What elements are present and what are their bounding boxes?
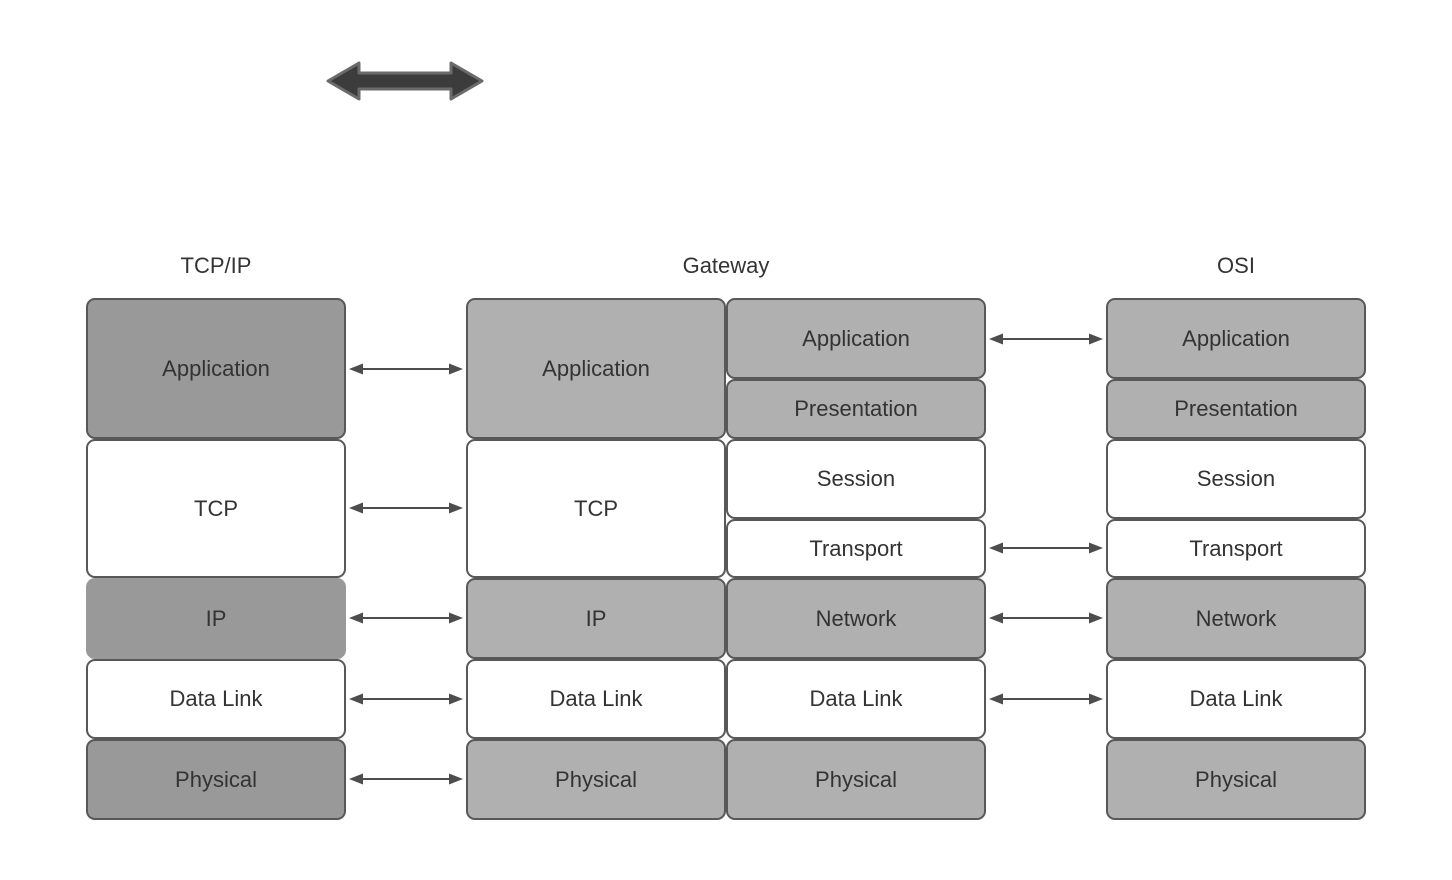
layer-box-gateway-left-data-link: Data Link [466, 659, 726, 739]
layer-box-gateway-left-physical: Physical [466, 739, 726, 820]
layer-box-osi-session: Session [1106, 439, 1366, 519]
connector-arrow-gateway-osi-data-link [989, 693, 1103, 705]
layer-label: Transport [809, 535, 903, 561]
layer-box-gateway-left-ip: IP [466, 578, 726, 659]
layer-label: Data Link [1189, 686, 1283, 711]
connector-arrow-gateway-osi-network [989, 612, 1103, 624]
layer-box-gateway-right-data-link: Data Link [726, 659, 986, 739]
layer-box-gateway-right-session: Session [726, 439, 986, 519]
connector-arrow-tcpip-gateway-data-link [349, 693, 463, 705]
layer-label: Data Link [169, 686, 263, 711]
layer-label: Application [802, 325, 910, 351]
layer-box-osi-data-link: Data Link [1106, 659, 1366, 739]
connector-arrow-tcpip-gateway-tcp [349, 502, 463, 514]
layer-label: Session [1196, 466, 1276, 491]
layer-label: Data Link [809, 686, 903, 711]
connector-arrow-gateway-osi-transport [989, 542, 1103, 554]
layer-box-tcpip-ip: IP [86, 578, 346, 659]
layer-box-gateway-left-application: Application [466, 298, 726, 439]
layer-box-osi-network: Network [1106, 578, 1366, 659]
layer-label: IP [585, 605, 607, 631]
layer-box-tcpip-data-link: Data Link [86, 659, 346, 739]
layer-label: Data Link [549, 686, 643, 711]
layer-box-tcpip-physical: Physical [86, 739, 346, 820]
connector-arrow-tcpip-gateway-application [349, 363, 463, 375]
connector-arrow-tcpip-gateway-physical [349, 773, 463, 785]
layer-box-osi-transport: Transport [1106, 519, 1366, 578]
layer-box-osi-presentation: Presentation [1106, 379, 1366, 439]
layer-box-tcpip-tcp: TCP [86, 439, 346, 578]
layer-label: TCP [194, 495, 238, 521]
layer-label: Application [162, 355, 270, 381]
layer-label: Physical [175, 766, 257, 792]
layer-label: Application [1182, 325, 1290, 351]
layer-label: Presentation [794, 396, 918, 421]
layer-label: TCP [574, 495, 618, 521]
layer-box-osi-application: Application [1106, 298, 1366, 379]
layer-box-gateway-right-network: Network [726, 578, 986, 659]
column-header-tcp-ip: TCP/IP [180, 253, 252, 278]
layer-label: Physical [555, 766, 637, 792]
connector-arrow-tcpip-gateway-ip [349, 612, 463, 624]
layer-box-gateway-right-transport: Transport [726, 519, 986, 578]
layer-label: Network [1195, 605, 1277, 631]
layer-box-tcpip-application: Application [86, 298, 346, 439]
column-header-gateway: Gateway [682, 253, 770, 278]
layer-box-gateway-right-application: Application [726, 298, 986, 379]
layer-label: Network [815, 605, 897, 631]
layer-label: Application [542, 355, 650, 381]
connector-arrow-gateway-osi-application [989, 333, 1103, 345]
layer-label: Physical [815, 766, 897, 792]
layer-box-osi-physical: Physical [1106, 739, 1366, 820]
layer-box-gateway-left-tcp: TCP [466, 439, 726, 578]
column-header-osi: OSI [1217, 253, 1255, 278]
layer-label: Presentation [1174, 396, 1298, 421]
layer-label: Transport [1189, 535, 1283, 561]
double-arrow-icon [326, 61, 484, 101]
layer-label: Session [816, 466, 896, 491]
layer-label: Physical [1195, 766, 1277, 792]
layer-box-gateway-right-presentation: Presentation [726, 379, 986, 439]
layer-label: IP [205, 605, 227, 631]
layer-box-gateway-right-physical: Physical [726, 739, 986, 820]
